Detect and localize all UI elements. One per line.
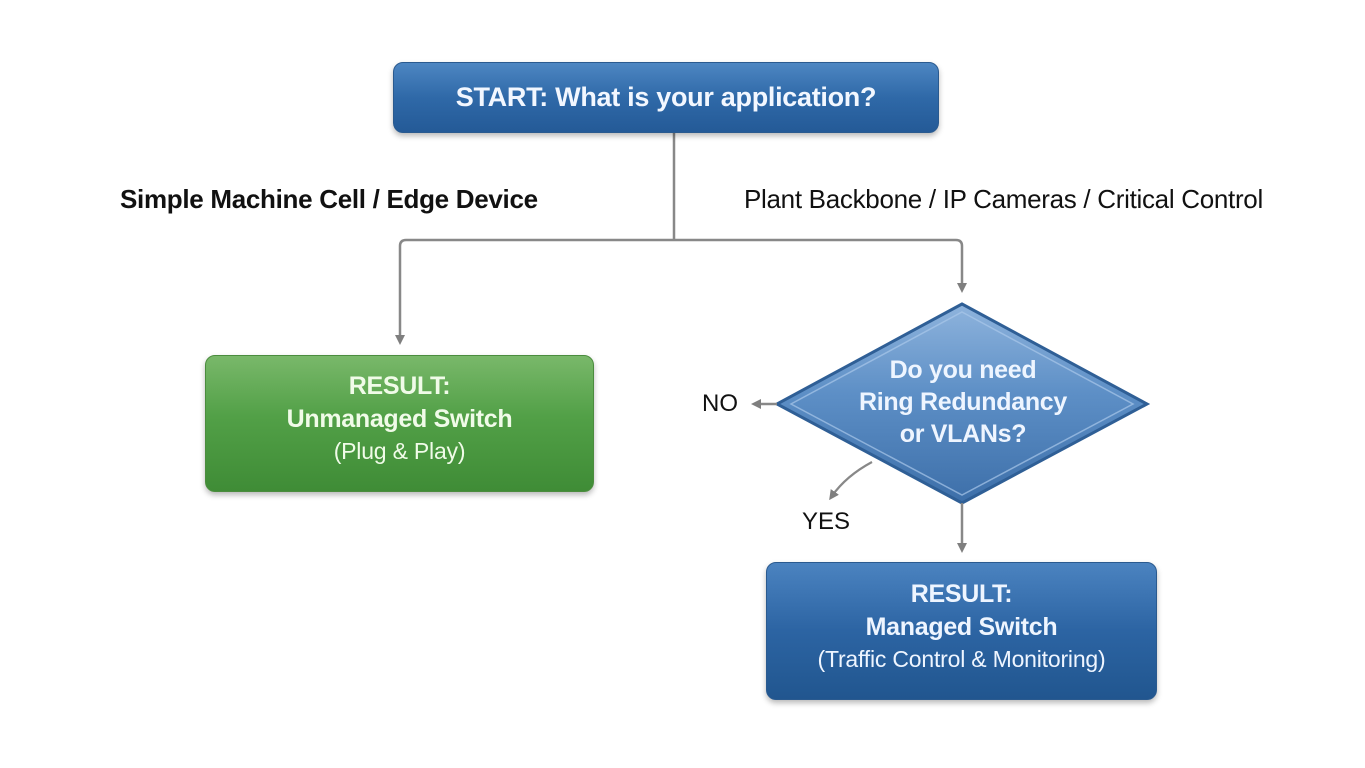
- result-unmanaged-node: RESULT: Unmanaged Switch (Plug & Play): [205, 355, 594, 492]
- decision-line-3: or VLANs?: [899, 420, 1027, 448]
- yes-label: YES: [802, 508, 851, 535]
- no-label: NO: [702, 390, 738, 417]
- start-node: START: What is your application?: [393, 62, 939, 133]
- decision-line-1: Do you need: [889, 356, 1037, 384]
- result-managed-node: RESULT: Managed Switch (Traffic Control …: [766, 562, 1157, 700]
- connector-yes: [829, 461, 873, 501]
- branch-label-backbone: Plant Backbone / IP Cameras / Critical C…: [744, 184, 1263, 214]
- connector-left-branch: [395, 238, 674, 345]
- result-unmanaged-note: (Plug & Play): [333, 438, 466, 464]
- branch-label-simple: Simple Machine Cell / Edge Device: [120, 184, 538, 214]
- result-managed-note: (Traffic Control & Monitoring): [817, 646, 1106, 672]
- start-text: START: What is your application?: [455, 82, 877, 112]
- decision-text: Do you need Ring Redundancy or VLANs?: [820, 354, 1106, 450]
- result-managed-title: RESULT:: [910, 580, 1013, 608]
- result-unmanaged-title: RESULT:: [348, 372, 451, 400]
- decision-line-2: Ring Redundancy: [858, 388, 1067, 416]
- result-managed-name: Managed Switch: [865, 613, 1058, 641]
- result-unmanaged-name: Unmanaged Switch: [286, 405, 513, 433]
- connector-right-branch: [674, 238, 967, 293]
